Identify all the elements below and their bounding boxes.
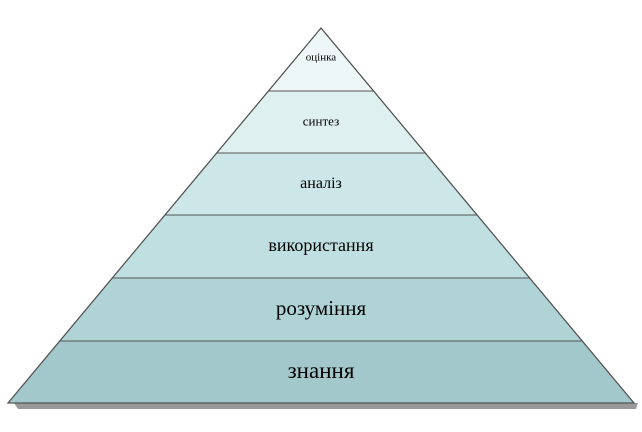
pyramid-outer-outline xyxy=(6,27,636,404)
pyramid-level-label-2: синтез xyxy=(303,113,339,128)
pyramid-level-label-4: використання xyxy=(268,235,373,255)
pyramid-bands xyxy=(6,27,636,404)
pyramid-base-shadow xyxy=(14,403,638,409)
pyramid-outline xyxy=(6,27,636,404)
pyramid-labels: оцінка синтез аналіз використання розуміння з… xyxy=(268,52,373,383)
pyramid-level-label-5: розуміння xyxy=(276,296,367,320)
pyramid-level-label-6: знання xyxy=(288,358,355,383)
pyramid-shadow xyxy=(14,403,638,409)
pyramid-level-label-1: оцінка xyxy=(306,52,337,64)
pyramid-level-label-3: аналіз xyxy=(300,175,342,192)
